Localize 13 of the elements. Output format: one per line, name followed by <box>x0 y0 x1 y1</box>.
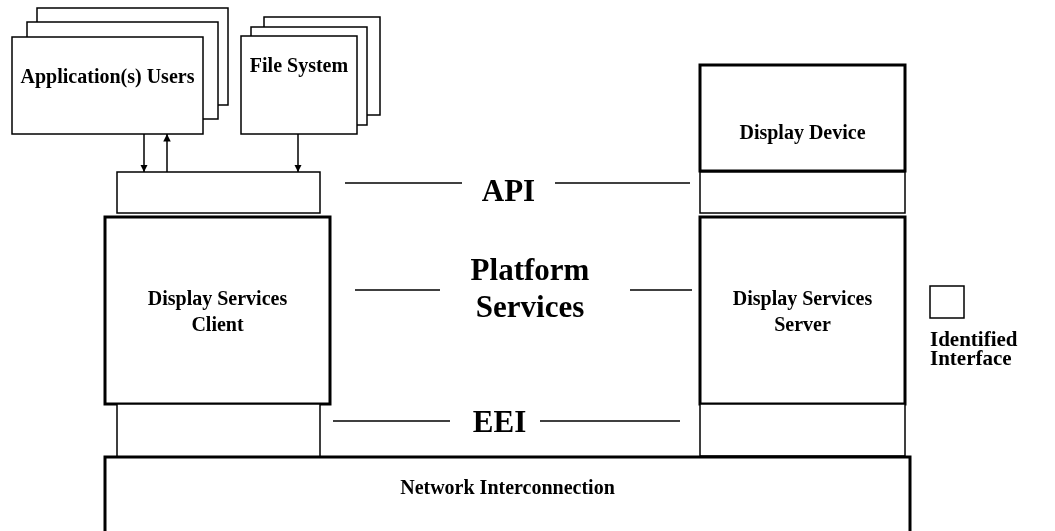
arrow <box>163 133 171 173</box>
box-label: Network Interconnection <box>400 475 615 500</box>
box-label: Application(s) Users <box>20 63 195 89</box>
box-label: Display Services Client <box>146 285 289 337</box>
box-label: Display Services Server <box>731 285 874 337</box>
box-label: File System <box>249 53 349 78</box>
arrow <box>294 133 302 173</box>
interface-label: Platform Services <box>469 251 591 326</box>
box-label: Display Device <box>739 120 866 145</box>
arrow <box>140 133 148 173</box>
interface-label: EEI <box>471 403 528 441</box>
legend-label: Identified Interface <box>930 330 1019 368</box>
interface-label: API <box>480 172 537 210</box>
